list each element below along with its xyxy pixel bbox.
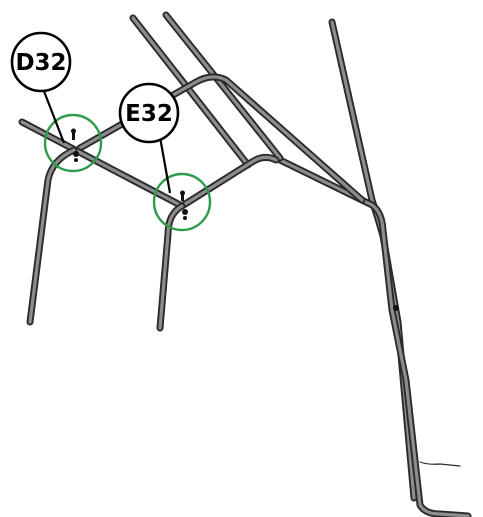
tube-front-right-leg — [276, 156, 472, 517]
tube-top-diagonal-b — [162, 11, 284, 162]
tube-middle-leg — [156, 202, 186, 332]
highlight-ring-d32 — [43, 113, 103, 173]
tube-left-leg — [26, 146, 78, 326]
tube-rear-right-leg — [328, 18, 418, 502]
tube-roof-upper — [76, 73, 366, 204]
frame-bolt-right — [393, 305, 399, 311]
callout-label-e32: E32 — [125, 101, 173, 127]
tube-cross-left — [18, 118, 280, 210]
highlight-ring-e32 — [152, 172, 212, 232]
bolt-icon — [180, 190, 188, 220]
callout-e32: E32 — [118, 82, 180, 144]
callout-label-d32: D32 — [15, 50, 66, 76]
callout-d32: D32 — [10, 31, 72, 93]
callout-leader-e32 — [158, 136, 172, 194]
bolt-icon — [71, 128, 79, 162]
tube-frame — [18, 11, 472, 517]
tube-top-diagonal-a — [129, 14, 252, 169]
callout-leader-d32 — [40, 85, 66, 144]
